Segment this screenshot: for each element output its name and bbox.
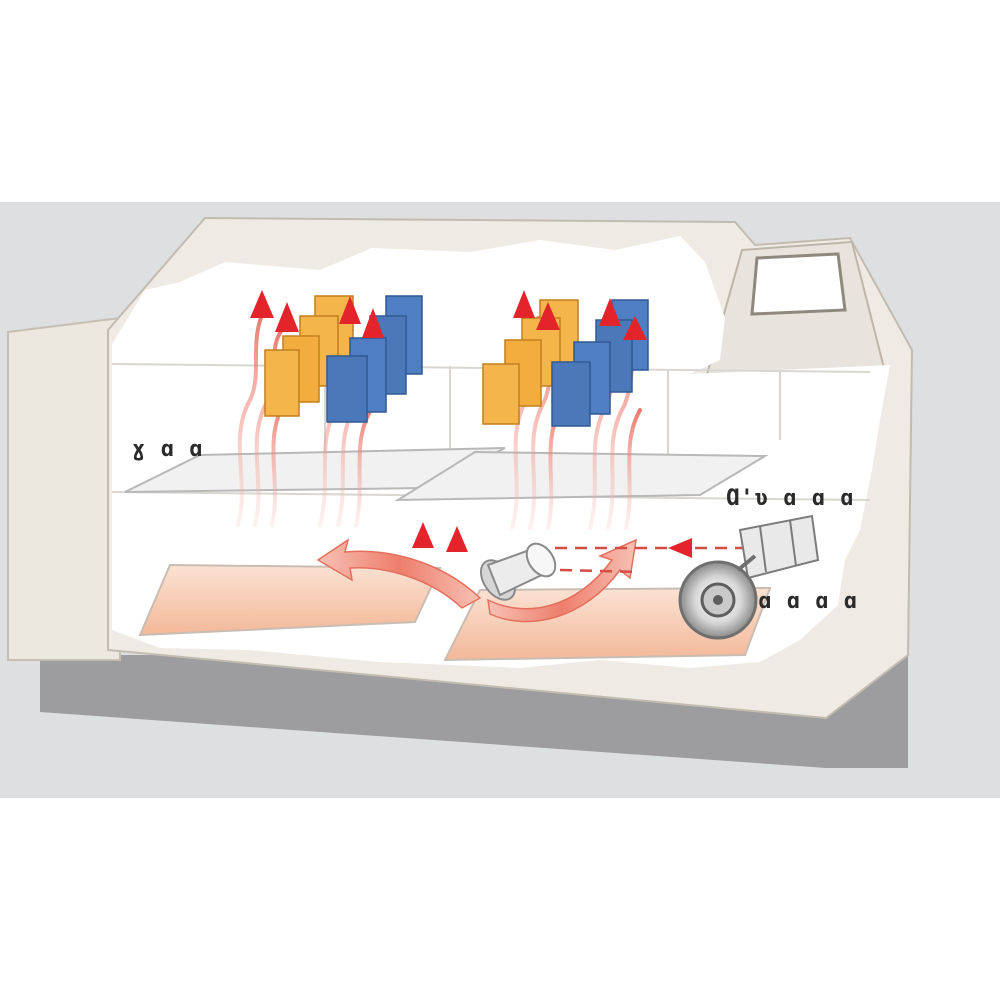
warm-samples-left — [264, 295, 354, 417]
return-air-line — [535, 546, 750, 574]
right-shelf — [394, 450, 769, 502]
right-shelf-label: Ɑ'ʋ ɑ ɑ ɑ — [726, 486, 854, 511]
cool-samples-left — [326, 295, 423, 423]
left-shelf-label: ɣ ɑ ɑ — [132, 437, 203, 462]
fan-icon — [678, 514, 820, 640]
heater-icon — [479, 542, 557, 601]
heater-label: ɑ ɑ ɑ ɑ — [758, 589, 858, 614]
cabinet-left-side — [7, 316, 121, 661]
control-panel-screen — [750, 252, 847, 316]
up-arrow-icon — [250, 290, 647, 552]
left-arrow-icon — [668, 538, 692, 558]
